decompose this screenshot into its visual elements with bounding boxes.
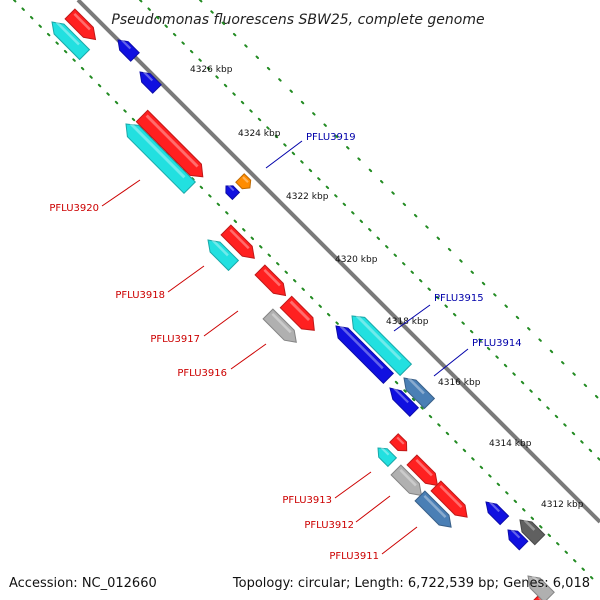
gene-block-orange-pflu3919 xyxy=(235,173,252,190)
label-leaders xyxy=(101,140,469,555)
label-pflu3913: PFLU3913 xyxy=(282,495,332,506)
gene-block-blue-pflu3915 xyxy=(335,325,395,385)
label-pflu3916: PFLU3916 xyxy=(177,368,227,379)
gene-block-cyan-pflu3915-highlight xyxy=(355,314,402,361)
gene-block-cyan-highlight xyxy=(55,21,80,46)
label-pflu3917: PFLU3917 xyxy=(150,334,200,345)
gene-block-red-pflu3913-highlight xyxy=(396,436,405,445)
gene-block-blue-highlight xyxy=(142,71,154,82)
label-pflu3915: PFLU3915 xyxy=(434,293,484,304)
gene-block-blue xyxy=(139,71,162,94)
leader-pflu3915 xyxy=(393,304,431,332)
map-title: Pseudomonas fluorescens SBW25, complete … xyxy=(111,12,484,28)
gene-block-darkgrey xyxy=(519,519,546,546)
gene-block-cyan-pflu3920 xyxy=(125,123,197,195)
gene-block-blue-pflu3915-highlight xyxy=(339,325,384,370)
gene-block-red-pflu3917-highlight xyxy=(263,269,281,287)
gene-block-steel-pflu3911 xyxy=(414,490,452,528)
leader-pflu3912 xyxy=(355,495,391,523)
tick-labels: 4326 kbp 4324 kbp 4322 kbp 4320 kbp 4318… xyxy=(190,65,584,510)
tick-label: 4324 kbp xyxy=(238,129,281,139)
gene-block-cyan-pflu3913-highlight xyxy=(380,446,390,456)
gene-block-blue-small-highlight xyxy=(227,184,235,192)
gene-block-red-pflu3920-highlight xyxy=(145,114,199,168)
gene-block-cyan xyxy=(51,21,91,61)
tick-label: 4318 kbp xyxy=(386,317,429,327)
gene-block-blue-r2 xyxy=(507,529,529,551)
gene-block-red-pflu3911 xyxy=(430,480,468,518)
leader-pflu3917 xyxy=(203,310,239,337)
gene-block-cyan-pflu3918 xyxy=(207,239,240,272)
gene-block-red-pflu3913 xyxy=(389,433,408,452)
leader-pflu3911 xyxy=(381,526,418,555)
label-pflu3918: PFLU3918 xyxy=(115,290,165,301)
gene-block-grey-edge-highlight xyxy=(531,575,545,589)
tick-label: 4326 kbp xyxy=(190,65,233,75)
tick-label: 4314 kbp xyxy=(489,439,532,449)
gene-block-steel-pflu3911-highlight xyxy=(423,495,447,518)
gene-block-blue-pflu3914 xyxy=(389,387,420,418)
gene-block-red-pflu3918 xyxy=(220,224,255,259)
leader-pflu3914 xyxy=(433,348,469,377)
leader-pflu3920 xyxy=(101,179,141,207)
gene-block-cyan-pflu3913 xyxy=(377,447,398,468)
genome-backbone xyxy=(76,0,600,524)
gene-block-grey-pflu3912-highlight xyxy=(399,469,417,487)
gene-block-red-pflu3920 xyxy=(135,109,204,178)
gene-block-blue-pflu3914-highlight xyxy=(393,387,409,404)
gene-block-cyan-pflu3915 xyxy=(351,315,413,377)
gene-block-blue-r1 xyxy=(485,501,510,526)
gene-block-blue-small xyxy=(225,185,241,201)
topology-text: Topology: circular; Length: 6,722,539 bp… xyxy=(232,576,590,591)
gene-block-red-pflu3917 xyxy=(254,264,287,297)
gene-block-red-edge-highlight xyxy=(538,596,543,600)
gene-block-blue-highlight xyxy=(120,39,132,50)
gene-block-red-pflu3917b-highlight xyxy=(289,300,311,321)
gene-block-steel-pflu3914 xyxy=(403,377,436,410)
gene-features xyxy=(51,8,555,600)
gene-block-red-pflu3911-highlight xyxy=(439,485,463,508)
gene-block-red-highlight xyxy=(73,13,91,31)
label-pflu3919: PFLU3919 xyxy=(306,132,356,143)
leader-pflu3918 xyxy=(167,265,205,293)
gene-block-grey-pflu3912 xyxy=(390,464,423,497)
gene-block-red-pflu3912 xyxy=(406,454,439,487)
gene-block-grey-pflu3916-highlight xyxy=(271,313,292,334)
leader-pflu3913 xyxy=(334,471,372,499)
gene-block-grey-pflu3916 xyxy=(262,308,297,343)
gene-block-red-pflu3918-highlight xyxy=(229,229,250,250)
label-pflu3912: PFLU3912 xyxy=(304,520,354,531)
gene-block-darkgrey-highlight xyxy=(523,518,536,531)
label-pflu3914: PFLU3914 xyxy=(472,338,522,349)
gene-block-blue xyxy=(117,39,140,62)
gene-labels: PFLU3919 PFLU3920 PFLU3918 PFLU3917 PFLU… xyxy=(49,132,521,562)
gene-block-cyan-pflu3920-highlight xyxy=(129,122,186,179)
gene-block-red-pflu3912-highlight xyxy=(415,459,433,477)
tick-label: 4312 kbp xyxy=(541,500,584,510)
gene-block-orange-pflu3919-highlight xyxy=(242,176,249,183)
gene-block-cyan-pflu3918-highlight xyxy=(211,239,229,257)
ring-guides xyxy=(13,0,600,585)
gene-block-red xyxy=(64,8,97,41)
gene-block-blue-r2-highlight xyxy=(510,528,521,539)
tick-label: 4320 kbp xyxy=(335,255,378,265)
label-pflu3911: PFLU3911 xyxy=(329,551,379,562)
gene-block-blue-r1-highlight xyxy=(489,501,500,513)
inner-dotted-ring xyxy=(139,0,600,461)
tick-label: 4322 kbp xyxy=(286,192,329,202)
leader-pflu3919 xyxy=(265,140,303,169)
gene-block-steel-pflu3914-highlight xyxy=(407,377,425,395)
gene-block-red-pflu3917b xyxy=(279,295,315,331)
tick-label: 4316 kbp xyxy=(438,378,481,388)
leader-pflu3916 xyxy=(230,343,267,370)
accession-text: Accession: NC_012660 xyxy=(9,576,157,591)
label-pflu3920: PFLU3920 xyxy=(49,203,99,214)
tick-dotted-ring xyxy=(199,0,600,401)
